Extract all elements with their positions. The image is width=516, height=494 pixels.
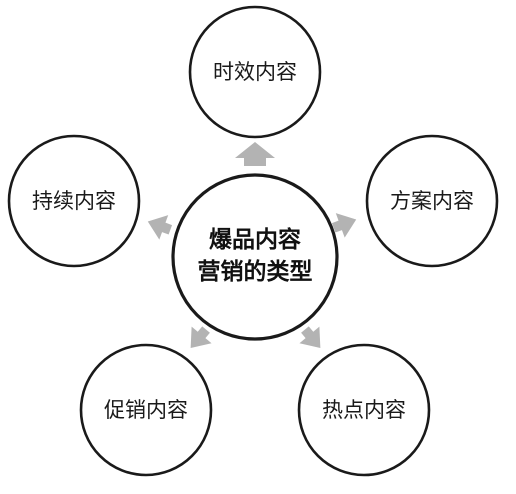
arrow-to-bottom-right	[299, 326, 321, 348]
node-bottom-right-label: 热点内容	[322, 398, 406, 422]
node-bottom-left: 促销内容	[79, 343, 213, 477]
center-label-line1: 爆品内容	[209, 226, 301, 253]
node-right-label: 方案内容	[390, 189, 474, 213]
node-bottom-left-label: 促销内容	[104, 398, 188, 422]
node-left: 持续内容	[7, 134, 141, 268]
center-node: 爆品内容 营销的类型	[171, 173, 339, 341]
center-label-line2: 营销的类型	[198, 258, 313, 285]
node-right: 方案内容	[365, 134, 499, 268]
arrow-to-top	[235, 142, 275, 166]
arrow-to-bottom-left	[190, 326, 212, 348]
arrow-to-right	[331, 213, 357, 238]
node-top-label: 时效内容	[213, 60, 297, 84]
arrow-to-left	[147, 215, 173, 240]
node-left-label: 持续内容	[32, 189, 116, 213]
node-bottom-right: 热点内容	[297, 343, 431, 477]
node-top: 时效内容	[188, 5, 322, 139]
